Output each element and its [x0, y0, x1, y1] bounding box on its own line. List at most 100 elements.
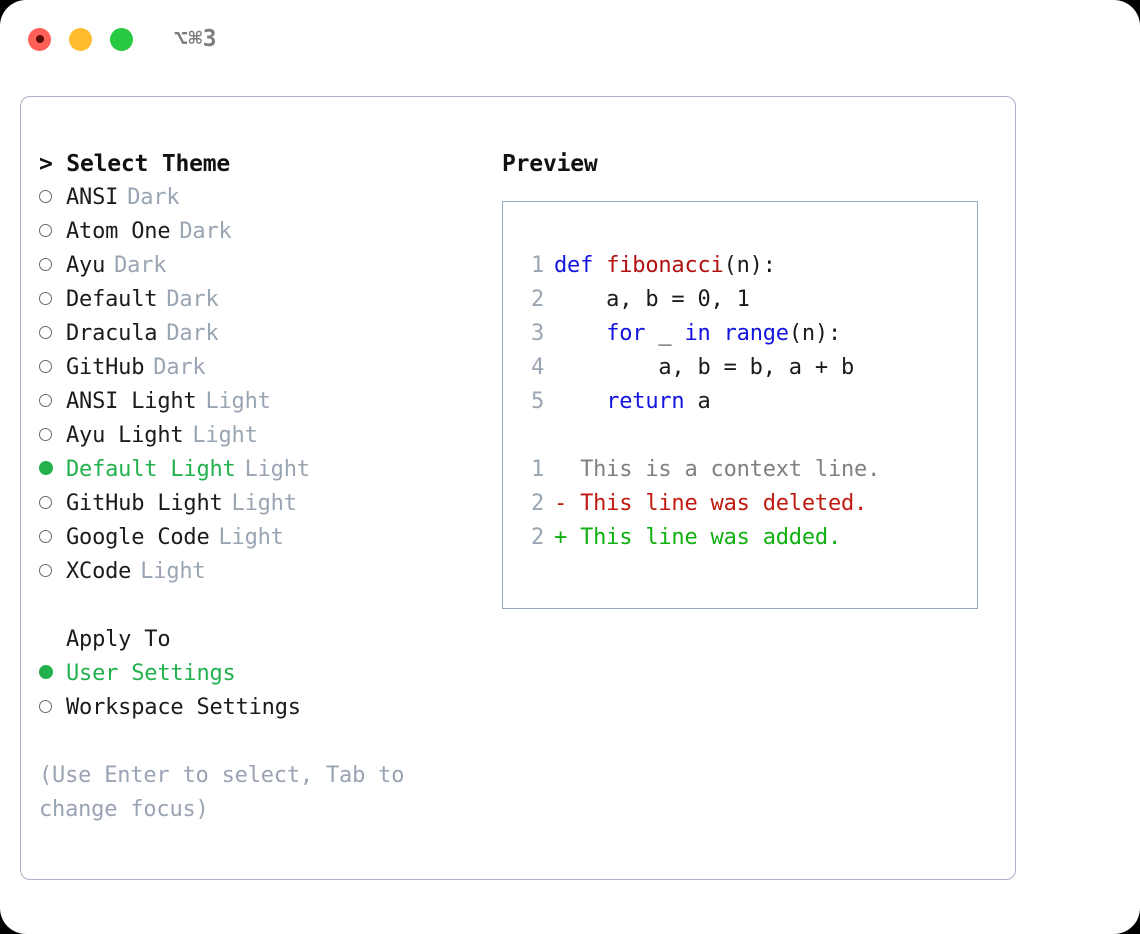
- code-token: _: [645, 321, 685, 346]
- radio-dot: [39, 292, 52, 305]
- code-line-text: for _ in range(n):: [554, 317, 841, 351]
- radio-dot: [39, 700, 52, 713]
- code-token: [554, 389, 606, 414]
- theme-variant-tag: Light: [244, 457, 310, 482]
- line-number: 4: [530, 355, 544, 380]
- code-token: for: [606, 321, 646, 346]
- code-line: 5 return a: [516, 385, 880, 419]
- radio-selected-icon[interactable]: [39, 453, 66, 487]
- code-token: def: [554, 253, 607, 278]
- radio-dot: [39, 564, 52, 577]
- radio-unselected-icon[interactable]: [39, 555, 66, 589]
- close-button[interactable]: [28, 27, 51, 51]
- preview-code: 1 def fibonacci(n): 2 a, b = 0, 1 3 for _ i…: [516, 249, 880, 555]
- apply-to-label: User Settings: [66, 661, 236, 686]
- select-theme-heading: > Select Theme: [39, 151, 231, 177]
- radio-selected-icon[interactable]: [39, 657, 66, 691]
- theme-list-item[interactable]: Google Code Light: [39, 521, 469, 555]
- theme-name-label: Default Light: [66, 457, 236, 482]
- code-token: [711, 321, 724, 346]
- line-number: 5: [530, 389, 544, 414]
- diff-line-text: This is a context line.: [554, 457, 881, 482]
- theme-variant-tag: Dark: [114, 253, 167, 278]
- theme-name-label: GitHub Light: [66, 491, 223, 516]
- theme-list-item[interactable]: Ayu Dark: [39, 249, 469, 283]
- code-line-text: return a: [554, 385, 711, 419]
- radio-dot: [39, 326, 52, 339]
- radio-dot: [39, 258, 52, 271]
- radio-dot: [39, 428, 52, 441]
- diff-line: 2 - This line was deleted.: [516, 487, 880, 521]
- radio-dot: [39, 496, 52, 509]
- radio-unselected-icon[interactable]: [39, 317, 66, 351]
- code-token: a, b = b, a + b: [554, 355, 855, 380]
- section-spacer: [39, 589, 469, 623]
- radio-unselected-icon[interactable]: [39, 181, 66, 215]
- diff-line-text: + This line was added.: [554, 525, 841, 550]
- theme-list-item[interactable]: ANSI Light Light: [39, 385, 469, 419]
- apply-to-option[interactable]: Workspace Settings: [39, 691, 469, 725]
- code-token: range: [723, 321, 789, 346]
- line-number: 1: [530, 457, 544, 482]
- preview-panel: 1 def fibonacci(n): 2 a, b = 0, 1 3 for _ i…: [502, 201, 978, 609]
- code-token: return: [606, 389, 685, 414]
- code-line: 3 for _ in range(n):: [516, 317, 880, 351]
- traffic-lights: [28, 27, 133, 51]
- theme-variant-tag: Dark: [166, 321, 219, 346]
- line-number: 1: [530, 253, 544, 278]
- apply-to-option[interactable]: User Settings: [39, 657, 469, 691]
- line-number: 3: [530, 321, 544, 346]
- minimize-button[interactable]: [69, 27, 92, 51]
- theme-name-label: Ayu: [66, 253, 106, 278]
- code-token: (n):: [723, 253, 776, 278]
- theme-variant-tag: Light: [140, 559, 206, 584]
- diff-line: 1 This is a context line.: [516, 453, 880, 487]
- code-token: (n):: [788, 321, 842, 346]
- radio-dot: [39, 224, 52, 237]
- code-line-text: def fibonacci(n):: [554, 249, 776, 283]
- theme-name-label: Default: [66, 287, 158, 312]
- theme-list-item[interactable]: Default Light Light: [39, 453, 469, 487]
- radio-unselected-icon[interactable]: [39, 351, 66, 385]
- radio-dot: [39, 190, 52, 203]
- radio-unselected-icon[interactable]: [39, 419, 66, 453]
- theme-name-label: Google Code: [66, 525, 210, 550]
- keyboard-hint-text: (Use Enter to select, Tab to change focu…: [39, 763, 405, 822]
- maximize-button[interactable]: [110, 27, 133, 51]
- code-line-text: a, b = 0, 1: [554, 283, 750, 317]
- radio-unselected-icon[interactable]: [39, 691, 66, 725]
- diff-line: 2+ This line was added.: [516, 521, 880, 555]
- radio-unselected-icon[interactable]: [39, 215, 66, 249]
- radio-dot: [39, 360, 52, 373]
- code-token: a: [684, 389, 711, 414]
- code-token: a, b = 0, 1: [554, 287, 750, 312]
- theme-variant-tag: Dark: [179, 219, 232, 244]
- theme-variant-tag: Light: [205, 389, 271, 414]
- diff-line-text: - This line was deleted.: [554, 491, 868, 516]
- theme-variant-tag: Light: [218, 525, 284, 550]
- code-line-text: a, b = b, a + b: [554, 351, 854, 385]
- apply-to-heading: Apply To: [66, 627, 171, 652]
- radio-unselected-icon[interactable]: [39, 283, 66, 317]
- radio-unselected-icon[interactable]: [39, 487, 66, 521]
- theme-variant-tag: Light: [192, 423, 258, 448]
- line-number: 2: [530, 287, 544, 312]
- radio-unselected-icon[interactable]: [39, 385, 66, 419]
- theme-name-label: ANSI Light: [66, 389, 197, 414]
- radio-unselected-icon[interactable]: [39, 249, 66, 283]
- radio-unselected-icon[interactable]: [39, 521, 66, 555]
- line-number: 2: [530, 491, 544, 516]
- code-token: in: [684, 321, 711, 346]
